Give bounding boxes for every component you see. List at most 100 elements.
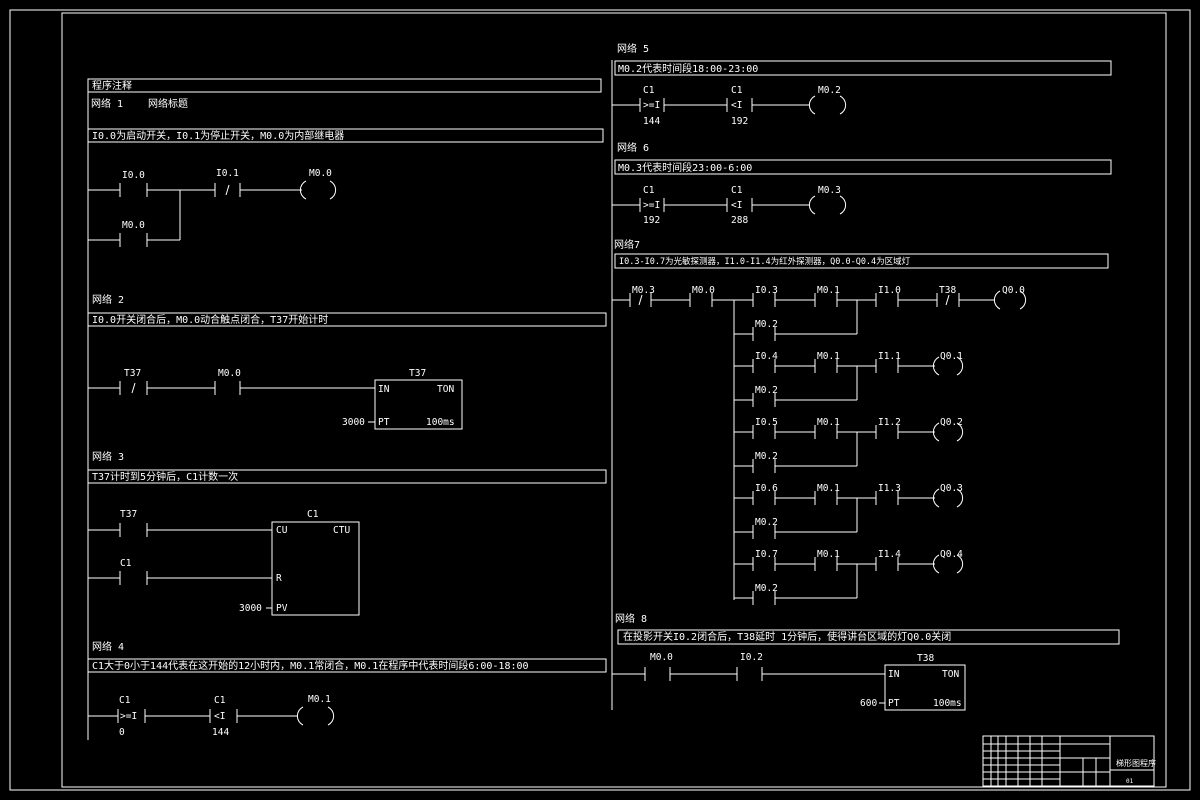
n7-contact-label: I0.5 [755, 417, 778, 428]
program-comment-box [87, 78, 602, 93]
coil-arc [932, 488, 940, 508]
n4-comment: C1大于0小于144代表在这开始的12小时内，M0.1常闭合，M0.1在程序中代… [92, 659, 529, 672]
n7-coil-label: Q0.1 [940, 351, 963, 362]
n2-contact-label: M0.0 [218, 368, 241, 379]
n7-contact-label: I1.2 [878, 417, 901, 428]
t37-box-in: IN [378, 384, 390, 395]
coil-arc [932, 422, 940, 442]
n1-contact-label: I0.1 [216, 168, 239, 179]
coil-arc [956, 356, 964, 376]
c1-box-type: CTU [333, 525, 350, 536]
n7-contact-label: M0.2 [755, 385, 778, 396]
n7-coil-label: Q0.2 [940, 417, 963, 428]
n3-contact-label: T37 [120, 509, 137, 520]
n4-comment-box [87, 658, 607, 673]
c1-pv-value: 3000 [239, 603, 262, 614]
t38-box-res: 100ms [933, 698, 962, 709]
n1-comment: I0.0为启动开关，I0.1为停止开关，M0.0为内部继电器 [92, 129, 344, 142]
n7-contact-label: I1.3 [878, 483, 901, 494]
n2-contact-label: T37 [124, 368, 141, 379]
n6-coil-label: M0.3 [818, 185, 841, 196]
n7-contact-label: I1.0 [878, 285, 901, 296]
n7-contact-label: I1.1 [878, 351, 901, 362]
n6-contact-op: <I [731, 200, 742, 211]
program-comment-label: 程序注释 [92, 79, 132, 92]
n7-contact-label: I1.4 [878, 549, 901, 560]
c1-box-name: C1 [307, 509, 319, 520]
t38-box-in: IN [888, 669, 900, 680]
n5-contact-label: C1 [643, 85, 655, 96]
c1-box-cu: CU [276, 525, 288, 536]
n7-contact-label: M0.2 [755, 583, 778, 594]
n5-comment-box [614, 60, 1112, 76]
n1-contact-label: M0.0 [122, 220, 145, 231]
n2-title: 网络 2 [92, 293, 124, 306]
n7-contact-label: M0.2 [755, 319, 778, 330]
n7-contact-label: M0.0 [692, 285, 715, 296]
n8-comment: 在投影开关I0.2闭合后，T38延时 1分钟后，使得讲台区域的灯Q0.0关闭 [623, 630, 951, 643]
n4-contact-value: 0 [119, 727, 125, 738]
n4-contact-label: C1 [119, 695, 131, 706]
coil-arc [932, 356, 940, 376]
n4-contact-op: <I [214, 711, 225, 722]
n6-title: 网络 6 [617, 141, 649, 154]
n7-coil-label: Q0.0 [1002, 285, 1025, 296]
n3-title: 网络 3 [92, 450, 124, 463]
n7-contact-label: T38 [939, 285, 956, 296]
n4-contact-value: 144 [212, 727, 229, 738]
n6-contact-label: C1 [731, 185, 743, 196]
n6-comment: M0.3代表时间段23:00-6:00 [618, 161, 752, 174]
n4-title: 网络 4 [92, 640, 124, 653]
title-block-name: 梯形图程序 [1116, 758, 1156, 768]
coil-arc [956, 488, 964, 508]
n4-contact-op: >=I [120, 711, 137, 722]
title-block [982, 735, 1155, 787]
n1-comment-box [87, 128, 604, 143]
n7-contact-label: M0.2 [755, 451, 778, 462]
n7-coil-label: Q0.3 [940, 483, 963, 494]
n7-contact-label: I0.6 [755, 483, 778, 494]
n5-contact-op: >=I [643, 100, 660, 111]
n5-coil-label: M0.2 [818, 85, 841, 96]
t37-timer-box [374, 379, 463, 430]
n5-title: 网络 5 [617, 42, 649, 55]
n3-contact-label: C1 [120, 558, 132, 569]
outer-frame [9, 9, 1191, 791]
n7-contact-label: M0.1 [817, 351, 840, 362]
n8-title: 网络 8 [615, 612, 647, 625]
t37-box-res: 100ms [426, 417, 455, 428]
t38-box-name: T38 [917, 653, 934, 664]
n3-comment-box [87, 469, 607, 484]
n7-title: 网络7 [614, 238, 640, 251]
n6-comment-box [614, 159, 1112, 175]
n5-comment: M0.2代表时间段18:00-23:00 [618, 62, 758, 75]
n7-contact-label: M0.1 [817, 549, 840, 560]
t37-box-type: TON [437, 384, 454, 395]
n5-contact-label: C1 [731, 85, 743, 96]
n7-contact-label: M0.3 [632, 285, 655, 296]
n1-title: 网络 1 [91, 97, 123, 110]
n5-contact-value: 192 [731, 116, 748, 127]
n5-contact-value: 144 [643, 116, 660, 127]
n7-contact-label: M0.1 [817, 417, 840, 428]
n7-coil-label: Q0.4 [940, 549, 963, 560]
n7-comment-box [614, 253, 1109, 269]
n1-coil-label: M0.0 [309, 168, 332, 179]
n7-contact-label: I0.3 [755, 285, 778, 296]
n6-contact-label: C1 [643, 185, 655, 196]
inner-frame [61, 12, 1167, 788]
n2-comment: I0.0开关闭合后，M0.0动合触点闭合，T37开始计时 [92, 313, 328, 326]
n4-contact-label: C1 [214, 695, 226, 706]
coil-arc [956, 422, 964, 442]
t38-timer-box [884, 664, 966, 711]
n7-contact-label: M0.1 [817, 483, 840, 494]
n6-contact-value: 288 [731, 215, 748, 226]
t37-box-name: T37 [409, 368, 426, 379]
n1-contact-label: I0.0 [122, 170, 145, 181]
t38-box-type: TON [942, 669, 959, 680]
n8-contact-label: M0.0 [650, 652, 673, 663]
n7-contact-label: M0.2 [755, 517, 778, 528]
coil-arc [956, 554, 964, 574]
n7-contact-label: I0.7 [755, 549, 778, 560]
